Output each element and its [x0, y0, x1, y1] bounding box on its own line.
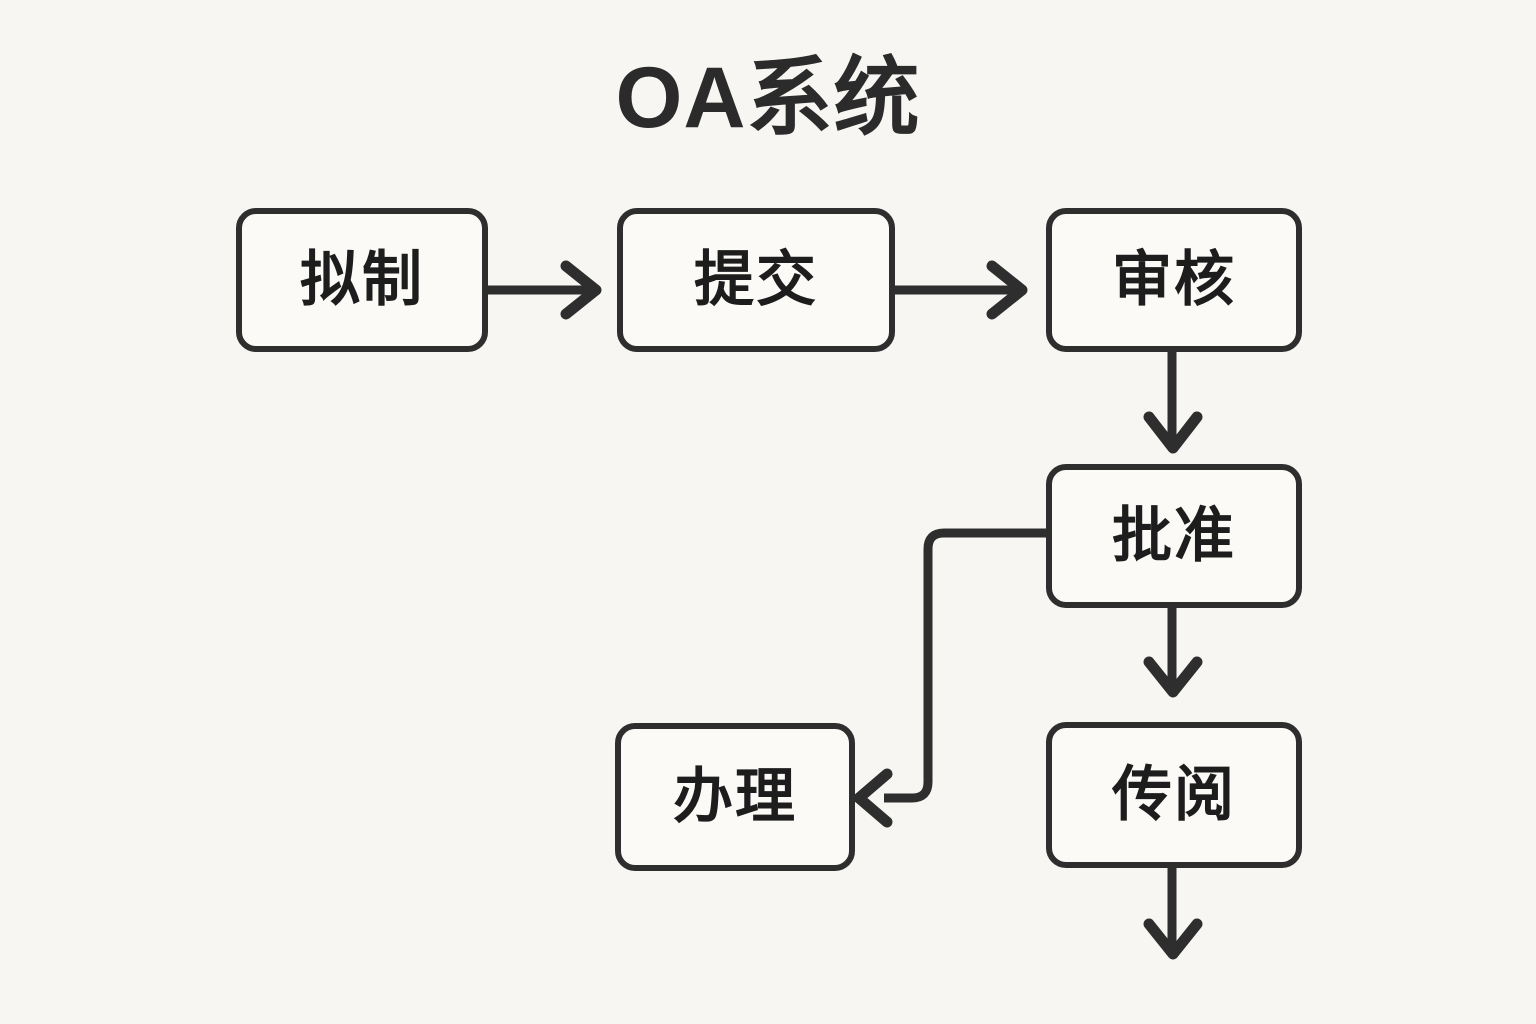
- flow-node-submit-label: 提交: [694, 246, 818, 313]
- edge-draft-to-submit: [488, 260, 602, 320]
- flow-node-approve-label: 批准: [1112, 502, 1236, 569]
- flow-node-handle-label: 办理: [673, 763, 797, 830]
- edge-approve-to-handle: [853, 528, 1046, 828]
- flow-node-review-label: 审核: [1112, 246, 1236, 313]
- flow-node-circulate-label: 传阅: [1112, 761, 1236, 828]
- flow-node-submit[interactable]: 提交: [617, 208, 895, 352]
- page-title: OA系统: [615, 50, 921, 146]
- edge-submit-to-review: [895, 260, 1028, 320]
- edge-approve-to-circulate: [1143, 608, 1203, 698]
- flow-node-approve[interactable]: 批准: [1046, 464, 1302, 608]
- flow-node-draft-label: 拟制: [300, 246, 424, 313]
- flow-node-draft[interactable]: 拟制: [236, 208, 488, 352]
- flow-node-handle[interactable]: 办理: [615, 723, 855, 871]
- flow-node-circulate[interactable]: 传阅: [1046, 722, 1302, 868]
- edge-review-to-approve: [1143, 352, 1203, 454]
- flow-node-review[interactable]: 审核: [1046, 208, 1302, 352]
- edge-circulate-to-next: [1143, 868, 1203, 960]
